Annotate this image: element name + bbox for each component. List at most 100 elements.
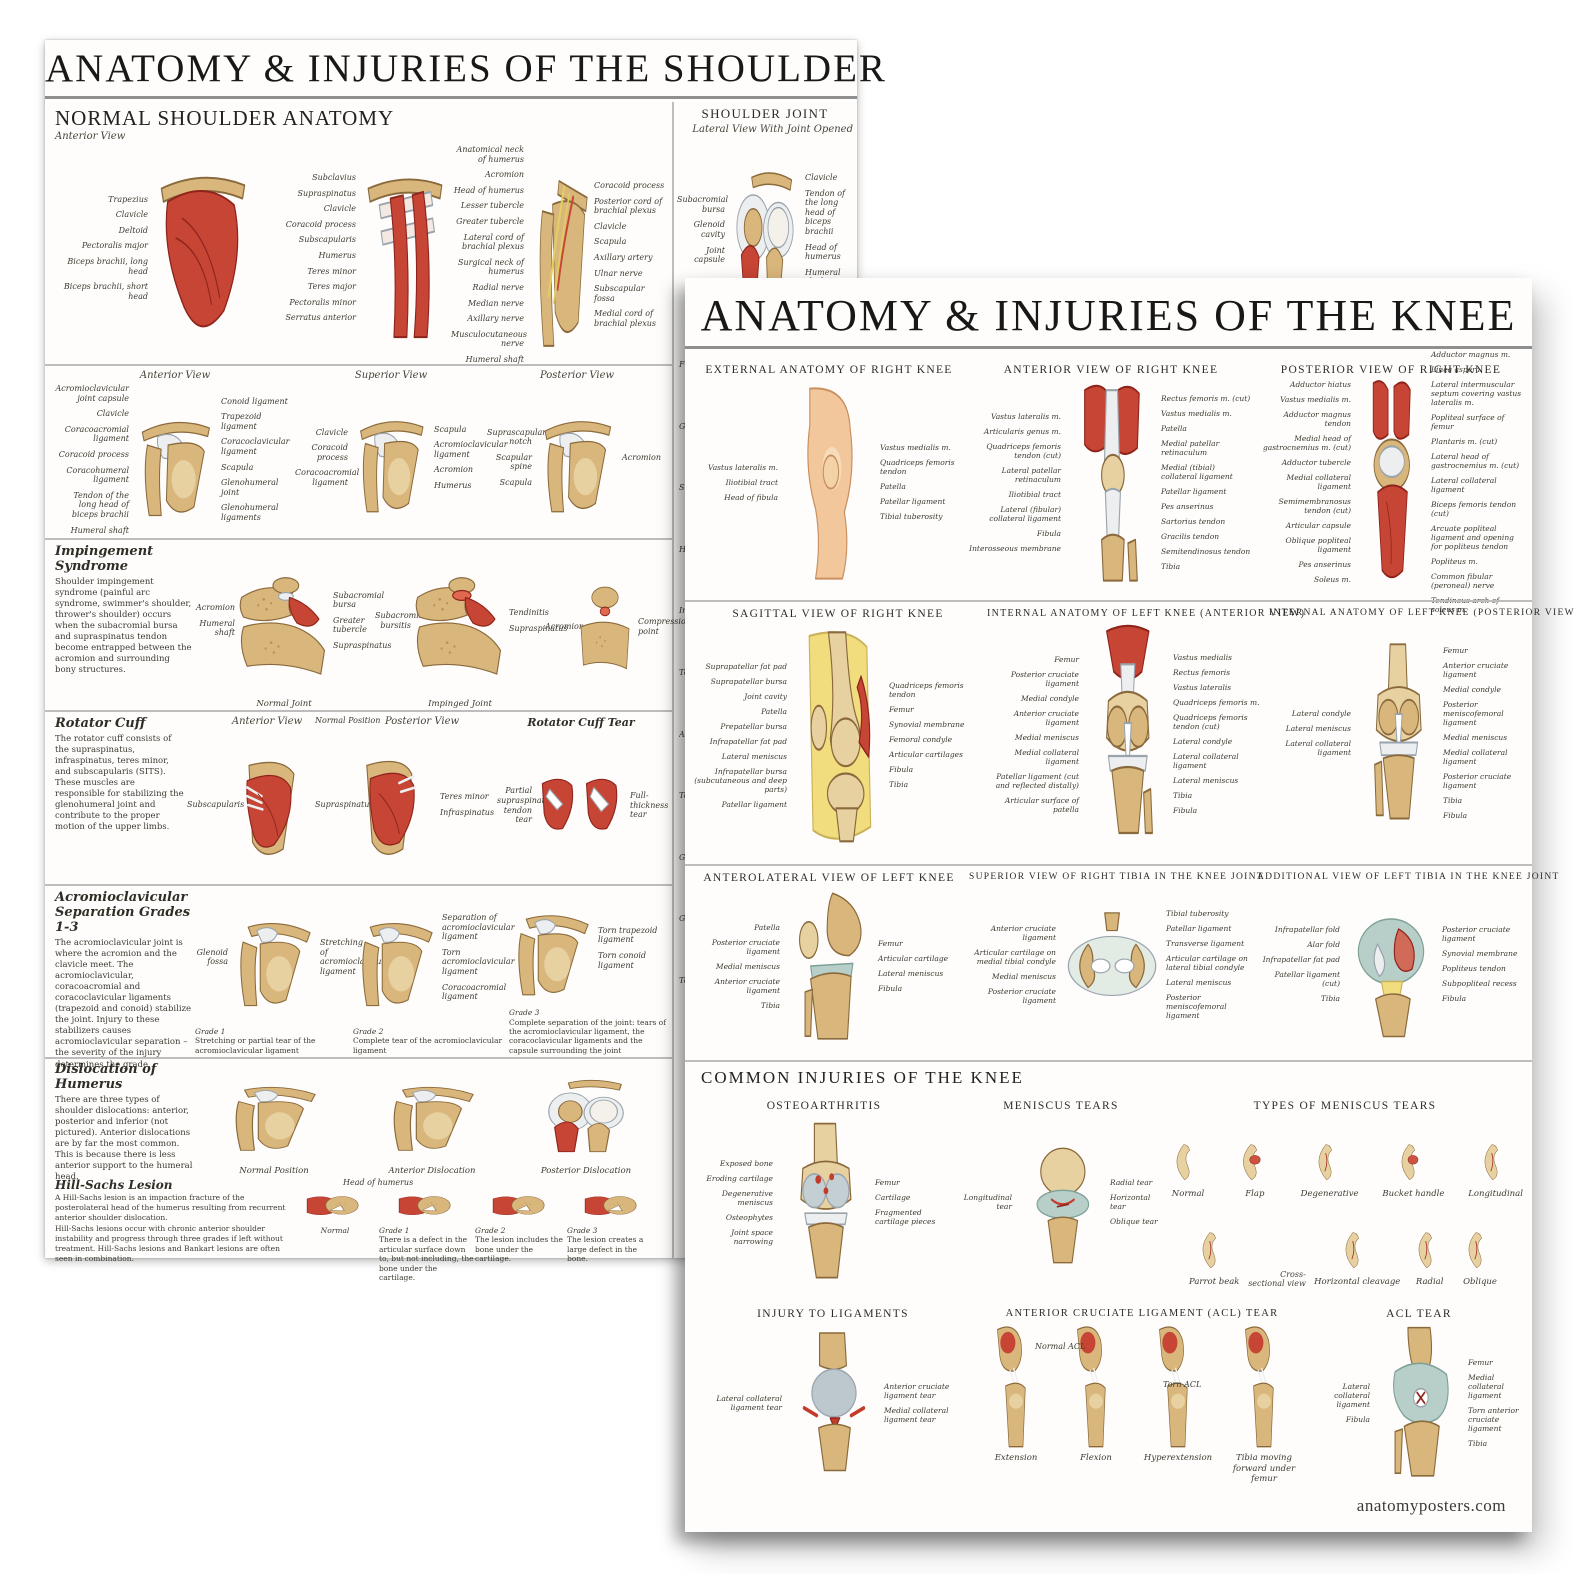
anatomy-label: Scapular spine: [495, 452, 532, 472]
anatomy-label: Coracoid process: [58, 449, 129, 459]
anatomy-label: Axillary artery: [594, 252, 653, 262]
dislocation-text: Dislocation of Humerus There are three t…: [55, 1062, 195, 1182]
anatomy-label: Clavicle: [96, 409, 129, 419]
normal-joint-illustration: [238, 562, 330, 680]
anatomy-label: Lateral cord of brachial plexus: [462, 232, 524, 252]
grade-text: The lesion creates a large defect in the…: [567, 1235, 644, 1264]
acl-tear-illustration: [1373, 1325, 1465, 1481]
rotator-anterior-illustration: [222, 739, 312, 871]
anatomy-label: Lateral collateral ligament tear: [716, 1394, 782, 1412]
anatomy-label: Oblique tear: [1110, 1217, 1158, 1226]
anatomy-label: Glenoid cavity: [693, 220, 725, 239]
anatomy-label: Coracoacromial ligament: [64, 424, 129, 444]
anatomy-label: Soleus m.: [1313, 575, 1351, 584]
anatomy-label: Alar fold: [1307, 940, 1340, 949]
figure-labels: Compression point: [635, 614, 691, 639]
anatomy-label: Supraspinatus: [297, 188, 356, 198]
anatomy-label: Medial head of gastrocnemius m. (cut): [1262, 434, 1351, 452]
figure-acl-extension: Extension: [977, 1321, 1055, 1481]
grade-text: Complete separation of the joint: tears …: [509, 1017, 666, 1055]
section-divider: [45, 364, 672, 366]
section-posterior-view-knee: POSTERIOR VIEW OF RIGHT KNEE Adductor hi…: [1257, 350, 1525, 614]
figure-acl-tibia-forward: Tibia moving forward under femur: [1221, 1321, 1307, 1484]
anatomy-label: Clavicle: [594, 221, 627, 231]
anatomy-label: Lateral intermuscular septum covering va…: [1431, 380, 1522, 407]
anatomy-label: Medial patellar retinaculum: [1161, 438, 1220, 457]
anatomy-label: Vastus lateralis m.: [707, 462, 778, 472]
anatomy-label: Vastus medialis: [1173, 653, 1232, 662]
meniscus-type-flap: Flap: [1233, 1139, 1277, 1200]
anatomy-label: Vastus lateralis: [1173, 683, 1232, 692]
anatomy-label: Trapezius: [108, 194, 148, 204]
anatomy-label: Axillary nerve: [467, 314, 524, 324]
meniscus-type-caption: Bucket handle: [1382, 1189, 1445, 1200]
section-meniscus-tears: MENISCUS TEARS Longitudinal tear Radial …: [959, 1100, 1163, 1300]
anatomy-label: Quadriceps femoris tendon (cut): [1173, 713, 1248, 731]
anatomy-label: Patellar ligament: [880, 497, 946, 506]
anatomy-label: Tendinitis: [509, 608, 549, 618]
meniscus-bucket-handle-illustration: [1392, 1139, 1434, 1187]
section-heading: EXTERNAL ANATOMY OF RIGHT KNEE: [705, 364, 953, 376]
figure-labels: Acromion: [619, 450, 667, 466]
section-dislocation: Dislocation of Humerus There are three t…: [55, 1062, 667, 1182]
anatomy-label: Conoid ligament: [221, 396, 288, 406]
anatomy-label: Medial condyle: [1021, 693, 1079, 703]
section-normal-shoulder-anatomy: NORMAL SHOULDER ANATOMY Anterior View Tr…: [55, 106, 667, 364]
common-injuries-heading: COMMON INJURIES OF THE KNEE: [701, 1068, 1024, 1087]
anatomy-label: Articular cartilage: [878, 954, 949, 963]
shoulder-bones-nerves-illustration: [527, 154, 591, 356]
anatomy-label: Articularis genus m.: [983, 426, 1061, 436]
anatomy-label: Anterior cruciate ligament: [990, 923, 1056, 942]
anatomy-label: Horizontal tear: [1110, 1193, 1151, 1211]
anatomy-label: Acromion: [195, 603, 235, 613]
anatomy-label: Subscapularis: [298, 235, 356, 245]
anatomy-label: Fibula: [1036, 528, 1061, 538]
anatomy-label: Infrapatellar bursa (subcutaneous and de…: [694, 766, 787, 794]
anatomy-label: Lateral condyle: [1291, 709, 1351, 718]
anatomy-label: Glenoid fossa: [196, 947, 228, 967]
anatomy-label: Acromion: [434, 465, 474, 475]
shoulder-superficial-muscles-illustration: [151, 149, 255, 347]
anatomy-label: Articular cartilage on lateral tibial co…: [1166, 953, 1248, 972]
meniscus-radial-illustration: [1409, 1227, 1451, 1275]
anatomy-label: Subscapularis: [187, 799, 245, 809]
rotator-cuff-tear-illustration: [535, 750, 627, 862]
rotator-cuff-text: Rotator Cuff The rotator cuff consists o…: [55, 716, 187, 882]
anatomy-label: Posterior meniscofemoral ligament: [1166, 992, 1227, 1020]
anatomy-label: Biceps brachii, long head: [67, 257, 148, 276]
anatomy-label: Medial meniscus: [1443, 733, 1508, 742]
anatomy-label: Tibia: [1173, 791, 1193, 800]
hill-sachs-text: Hill-Sachs Lesion A Hill-Sachs lesion is…: [55, 1178, 291, 1263]
shoulder-ligaments-posterior-illustration: [535, 396, 619, 520]
hill-sachs-normal-illustration: [306, 1188, 364, 1224]
section-divider: [45, 710, 672, 712]
anatomy-label: Scapula: [499, 477, 532, 487]
anatomy-label: Fibula: [1173, 806, 1198, 815]
rotator-posterior-illustration: [347, 739, 437, 871]
meniscus-normal-illustration: [1167, 1139, 1209, 1187]
sagittal-knee-illustration: [790, 625, 886, 845]
figure-caption: Normal Joint: [256, 699, 312, 710]
anatomy-label: Vastus medialis m.: [1161, 408, 1232, 418]
title-divider: [685, 346, 1532, 349]
hill-sachs-heading: Hill-Sachs Lesion: [55, 1178, 173, 1192]
anatomy-label: Tibia: [1161, 561, 1181, 571]
internal-posterior-knee-illustration: [1354, 638, 1440, 828]
section-heading: ADDITIONAL VIEW OF LEFT TIBIA IN THE KNE…: [1257, 872, 1560, 882]
anatomy-label: Suprapatellar fat pad: [705, 661, 787, 671]
anatomy-label: Coracoid process: [285, 219, 356, 229]
ac-separation-heading: Acromioclavicular Separation Grades 1-3: [55, 890, 191, 935]
figure-labels: Longitudinal tear: [959, 1190, 1015, 1214]
anatomy-label: Head of fibula: [724, 492, 778, 502]
figure-acl-hyperextension: Hyperextension: [1137, 1321, 1219, 1481]
acl-flexion-illustration: [1067, 1321, 1125, 1451]
shoulder-ligaments-anterior-illustration: [132, 396, 218, 524]
